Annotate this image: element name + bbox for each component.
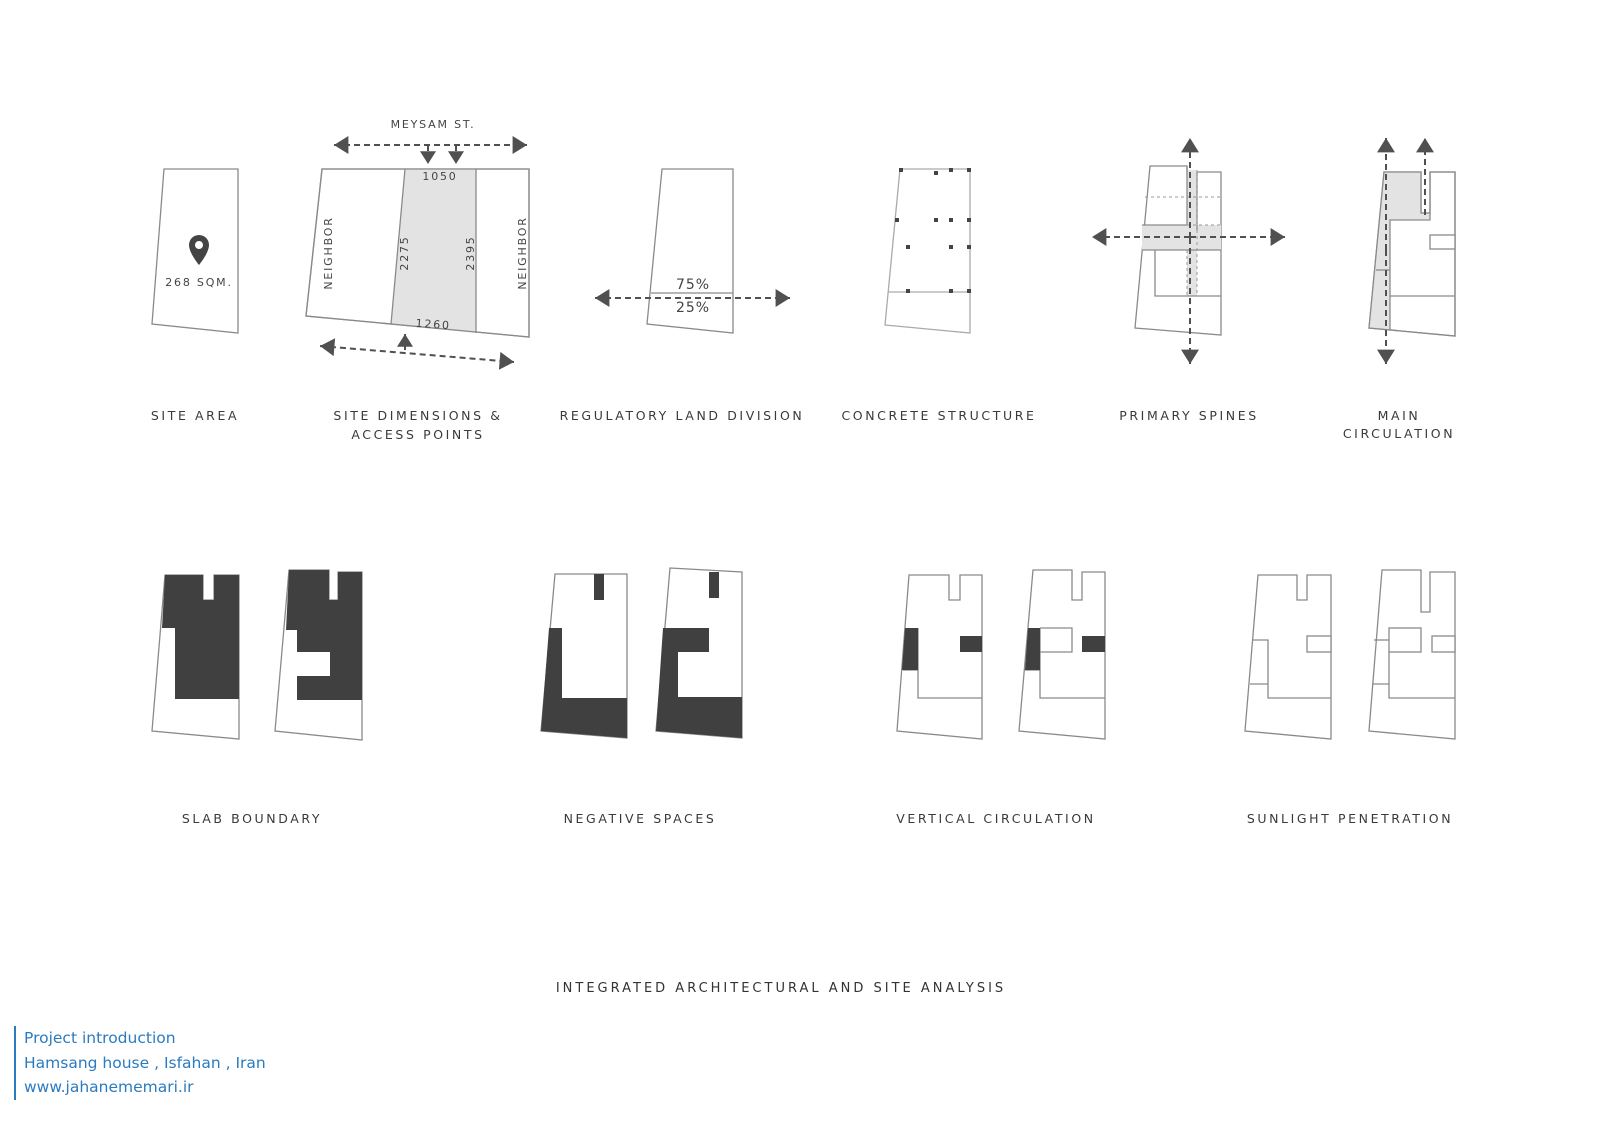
lower-percent: 25% [676, 300, 710, 316]
column-dot [906, 289, 910, 293]
column-dot [967, 289, 971, 293]
column-dot [934, 218, 938, 222]
label-land-division: REGULATORY LAND DIVISION [560, 408, 805, 423]
arrowhead-icon [775, 289, 790, 307]
credit-line-1: Project introduction [24, 1029, 176, 1047]
site-area-value: 268 SQM. [165, 276, 233, 289]
arrowhead-icon [420, 151, 436, 164]
street-name: MEYSAM ST. [391, 118, 476, 131]
concrete-structure-diagram [884, 168, 971, 334]
label-sunlight: SUNLIGHT PENETRATION [1247, 811, 1453, 826]
column-dot [949, 245, 953, 249]
dim-bottom: 1260 [415, 317, 451, 332]
page-title: INTEGRATED ARCHITECTURAL AND SITE ANALYS… [556, 981, 1006, 996]
label-slab: SLAB BOUNDARY [182, 811, 322, 826]
dim-left: 2275 [398, 235, 411, 270]
arrowhead-icon [1092, 228, 1107, 246]
arrowhead-icon [448, 151, 464, 164]
arrowhead-icon [595, 289, 610, 307]
arrowhead-icon [512, 136, 527, 154]
column-dots [895, 168, 971, 293]
arrowhead-icon [1181, 138, 1199, 153]
label-site-area: SITE AREA [151, 408, 239, 423]
column-dot [967, 168, 971, 172]
vertical-circulation-diagram [896, 569, 1106, 740]
arrowhead-icon [1377, 138, 1395, 153]
arrowhead-icon [1181, 349, 1199, 364]
land-division-diagram: 75% 25% [646, 168, 734, 334]
main-circulation-diagram [1368, 171, 1456, 337]
primary-spines-diagram [1134, 165, 1222, 336]
label-negative: NEGATIVE SPACES [564, 811, 717, 826]
neighbor-left: NEIGHBOR [322, 216, 335, 289]
project-credit: Project introduction Hamsang house , Isf… [14, 1026, 266, 1100]
column-dot [949, 289, 953, 293]
arrowhead-icon [397, 334, 413, 347]
sunlight-penetration-diagram [1244, 569, 1456, 740]
arrowhead-icon [1377, 349, 1395, 364]
column-dot [967, 218, 971, 222]
dim-top: 1050 [422, 170, 457, 183]
label-concrete: CONCRETE STRUCTURE [841, 408, 1036, 423]
upper-percent: 75% [676, 277, 710, 293]
label-spines: PRIMARY SPINES [1119, 408, 1258, 423]
arrowhead-icon [334, 136, 349, 154]
column-dot [934, 171, 938, 175]
column-dot [949, 218, 953, 222]
location-pin-icon [189, 235, 209, 265]
label-site-dimensions-2: ACCESS POINTS [351, 427, 484, 442]
arrowhead-icon [1270, 228, 1285, 246]
label-circulation-1: MAIN [1378, 408, 1421, 423]
site-area-diagram: 268 SQM. [151, 168, 239, 334]
arrowhead-icon [498, 351, 514, 370]
negative-spaces-diagram [540, 567, 743, 739]
neighbor-right: NEIGHBOR [516, 216, 529, 289]
column-dot [895, 218, 899, 222]
column-dot [949, 168, 953, 172]
arrowhead-icon [1416, 138, 1434, 153]
column-dot [906, 245, 910, 249]
credit-link[interactable]: www.jahanememari.ir [24, 1078, 194, 1096]
label-vertical: VERTICAL CIRCULATION [896, 811, 1095, 826]
dashed-arrow [319, 345, 515, 363]
column-dot [899, 168, 903, 172]
credit-line-2: Hamsang house , Isfahan , Iran [24, 1053, 266, 1072]
site-dimensions-diagram: 1050 1260 2275 2395 NEIGHBOR NEIGHBOR ME… [305, 118, 530, 338]
dim-right: 2395 [464, 235, 477, 270]
slab-boundary-diagram [151, 569, 363, 741]
label-site-dimensions-1: SITE DIMENSIONS & [333, 408, 502, 423]
arrowhead-icon [320, 338, 336, 357]
column-dot [967, 245, 971, 249]
label-circulation-2: CIRCULATION [1343, 426, 1455, 441]
